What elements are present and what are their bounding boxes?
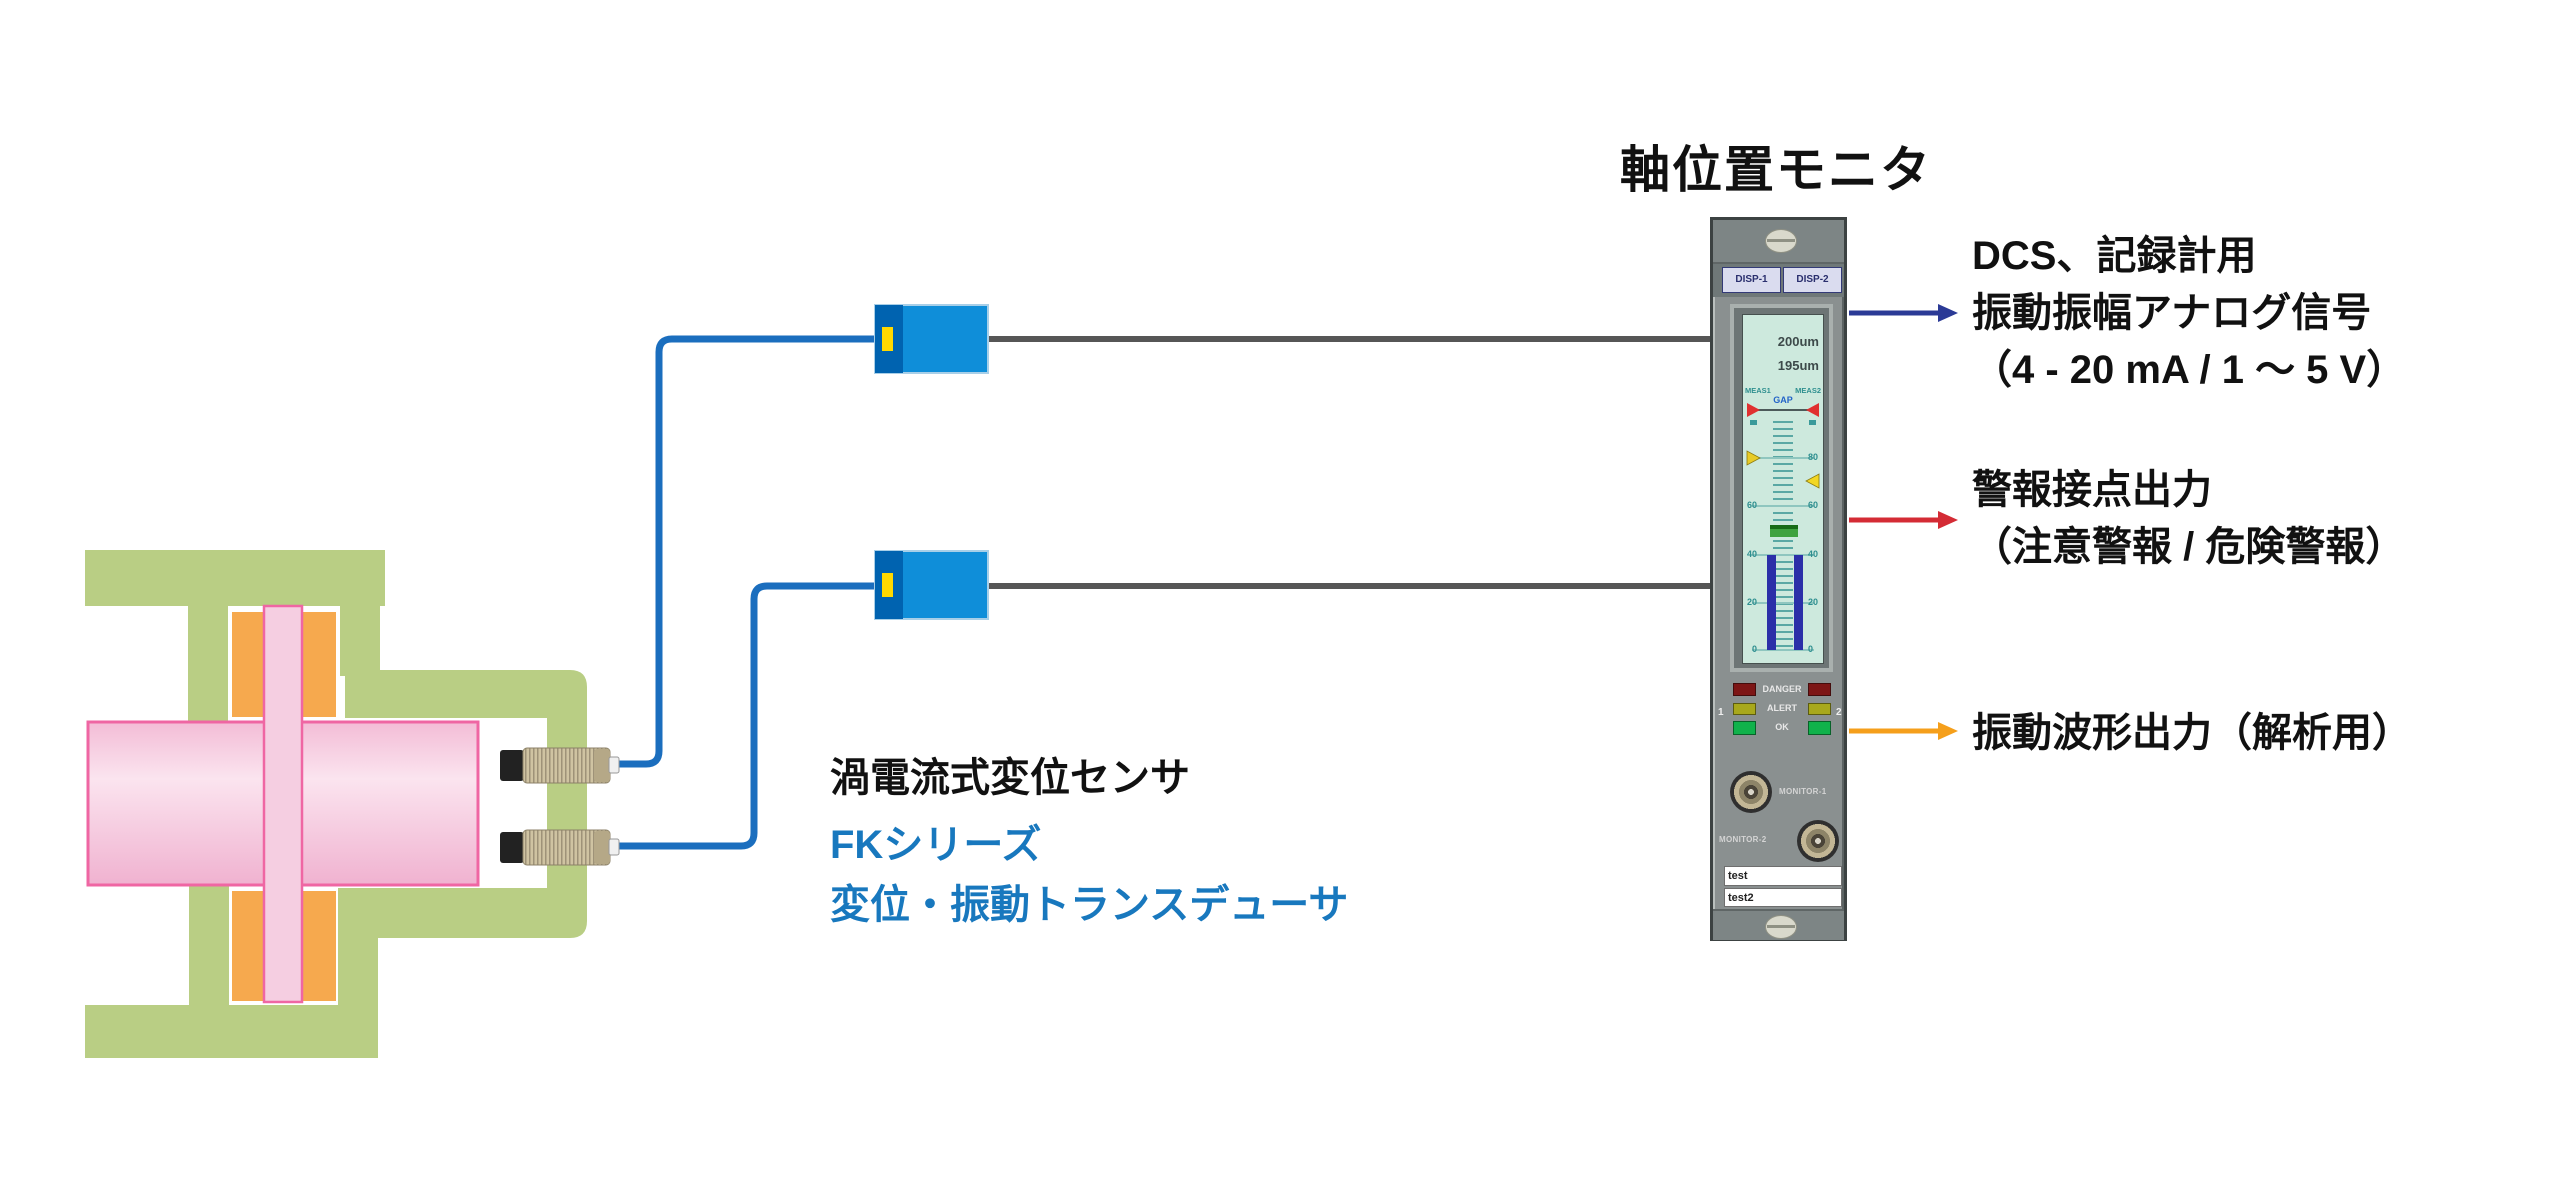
danger-led-left	[1733, 683, 1756, 696]
ok-label: OK	[1775, 722, 1789, 732]
series-label: FKシリーズ 変位・振動トランスデューサ	[830, 815, 1348, 935]
scale-right-0: 0	[1808, 644, 1814, 654]
ok-led-right	[1808, 721, 1831, 735]
gap-label: GAP	[1773, 395, 1793, 405]
tag-field-2: test2	[1724, 888, 1842, 907]
signal-cable-1	[988, 336, 1712, 342]
bargraph-ch2	[1794, 555, 1803, 650]
probe-1	[500, 747, 620, 784]
channel-2-number: 2	[1836, 707, 1842, 718]
disp2-button: DISP-2	[1783, 267, 1842, 293]
alarm-output-line1: 警報接点出力	[1972, 468, 2212, 512]
monitor-bottom-cap	[1713, 909, 1844, 940]
scale-left-0: 0	[1751, 644, 1757, 654]
danger-label: DANGER	[1762, 684, 1802, 694]
waveform-output-line1: 振動波形出力（解析用）	[1972, 711, 2412, 755]
thrust-collar	[262, 604, 304, 1004]
screw-bottom-icon	[1765, 915, 1797, 939]
analog-output-line2: 振動振幅アナログ信号	[1972, 291, 2372, 335]
alarm-output-arrow-icon	[1849, 511, 1958, 529]
disp1-button: DISP-1	[1722, 267, 1781, 293]
marker-green-top	[1770, 525, 1798, 529]
monitor2-bnc-connector	[1797, 820, 1839, 862]
series-label-line1: FKシリーズ	[830, 823, 1042, 867]
analog-output-line3: （4 - 20 mA / 1 ～ 5 V）	[1972, 348, 2407, 392]
tag-field-1: test	[1724, 866, 1842, 886]
reading-ch2: 195um	[1777, 358, 1819, 373]
scale-right-60: 60	[1808, 500, 1819, 510]
channel-1-number: 1	[1718, 707, 1724, 718]
marker-yellow-right-icon	[1805, 473, 1820, 489]
meas2-label: MEAS2	[1795, 386, 1821, 395]
scale-left-60: 60	[1746, 500, 1757, 510]
housing-green	[85, 550, 587, 1058]
disp-button-row: DISP-1 DISP-2	[1713, 264, 1844, 297]
marker-yellow-left-icon	[1746, 450, 1761, 466]
alert-led-left	[1733, 703, 1756, 715]
alarm-output-label: 警報接点出力 （注意警報 / 危険警報）	[1972, 462, 2405, 576]
signal-cable-2	[988, 583, 1712, 589]
scale-right-80: 80	[1808, 452, 1819, 462]
gap-pointer-left-icon	[1747, 403, 1760, 417]
ok-led-left	[1733, 721, 1756, 735]
marker-green-icon	[1770, 529, 1798, 537]
scale-right-20: 20	[1808, 597, 1819, 607]
page-title: 軸位置モニタ	[1620, 142, 1932, 198]
monitor-top-cap	[1713, 220, 1844, 264]
alert-label: ALERT	[1767, 703, 1797, 713]
monitor1-bnc-connector	[1730, 771, 1772, 813]
sensor-label: 渦電流式変位センサ	[830, 756, 1190, 800]
transducer-2	[874, 550, 989, 620]
scale-gridlines	[1752, 457, 1814, 651]
scale-right-40: 40	[1808, 549, 1819, 559]
series-label-line2: 変位・振動トランスデューサ	[830, 883, 1349, 927]
alarm-output-line2: （注意警報 / 危険警報）	[1972, 525, 2406, 569]
scale-graphics	[1746, 403, 1820, 651]
scale-left-40: 40	[1746, 549, 1757, 559]
probe-2	[500, 829, 620, 866]
danger-led-right	[1808, 683, 1831, 696]
scale-left-20: 20	[1746, 597, 1757, 607]
analog-output-line1: DCS、記録計用	[1972, 234, 2257, 278]
bargraph-screen: 200um 195um MEAS1 MEAS2 GAP	[1742, 314, 1824, 664]
waveform-output-label: 振動波形出力（解析用）	[1972, 705, 2412, 762]
sensor-cables	[616, 335, 878, 850]
waveform-output-arrow-icon	[1849, 722, 1958, 740]
reading-ch1: 200um	[1777, 334, 1819, 349]
transducer-1	[874, 304, 989, 374]
gap-pointer-right-icon	[1806, 403, 1819, 417]
meas1-label: MEAS1	[1745, 386, 1771, 395]
analog-output-arrow-icon	[1849, 304, 1958, 322]
monitor1-label: MONITOR-1	[1779, 787, 1827, 796]
alert-led-right	[1808, 703, 1831, 715]
analog-output-label: DCS、記録計用 振動振幅アナログ信号 （4 - 20 mA / 1 ～ 5 V…	[1972, 228, 2406, 399]
bargraph-ch1	[1767, 555, 1776, 650]
monitor2-label: MONITOR-2	[1719, 835, 1767, 844]
shaft-position-monitor: DISP-1 DISP-2 200um 195um MEAS1 MEAS2 GA…	[1710, 217, 1847, 941]
screw-top-icon	[1765, 229, 1797, 253]
